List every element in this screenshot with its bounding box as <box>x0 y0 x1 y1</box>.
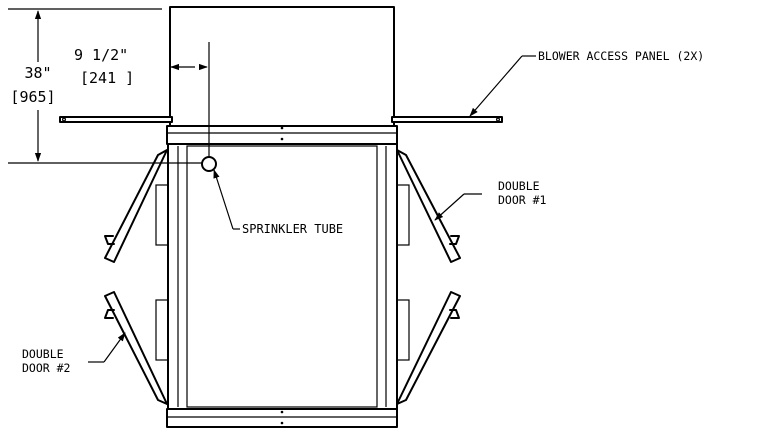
height-dimension-mm: [965] <box>10 88 55 106</box>
upper-frame-band <box>166 125 398 145</box>
sprinkler-tube <box>201 156 217 172</box>
height-dimension: 38" [965] <box>8 8 202 164</box>
blower-access-panel-right <box>391 116 503 123</box>
double-door-2-label-line2: DOOR #2 <box>22 361 70 375</box>
sprinkler-tube-label: SPRINKLER TUBE <box>242 222 343 236</box>
double-door-2-callout: DOUBLE DOOR #2 <box>22 332 126 375</box>
sprinkler-tube-callout: SPRINKLER TUBE <box>213 169 343 236</box>
offset-dimension-mm: [241 ] <box>80 69 134 87</box>
lower-frame-band <box>166 408 398 428</box>
double-door-1-callout: DOUBLE DOOR #1 <box>434 179 547 221</box>
offset-dimension: 9 1/2" [241 ] <box>74 46 208 87</box>
blower-access-panel-left <box>59 116 173 123</box>
double-door-1-upper-leaf <box>396 149 461 263</box>
blower-access-panel-callout: BLOWER ACCESS PANEL (2X) <box>469 49 704 117</box>
double-door-2-label-line1: DOUBLE <box>22 347 64 361</box>
blower-access-panel-label: BLOWER ACCESS PANEL (2X) <box>538 49 704 63</box>
double-door-1-label-line2: DOOR #1 <box>498 193 547 207</box>
hinge-brackets <box>155 184 410 361</box>
double-door-1-lower-leaf <box>396 291 461 405</box>
offset-dimension-inches: 9 1/2" <box>74 46 128 64</box>
double-door-2-upper-leaf <box>104 149 168 263</box>
double-door-2-lower-leaf <box>104 291 168 405</box>
height-dimension-inches: 38" <box>24 64 51 82</box>
double-door-1-label-line1: DOUBLE <box>498 179 540 193</box>
main-enclosure <box>167 143 398 410</box>
